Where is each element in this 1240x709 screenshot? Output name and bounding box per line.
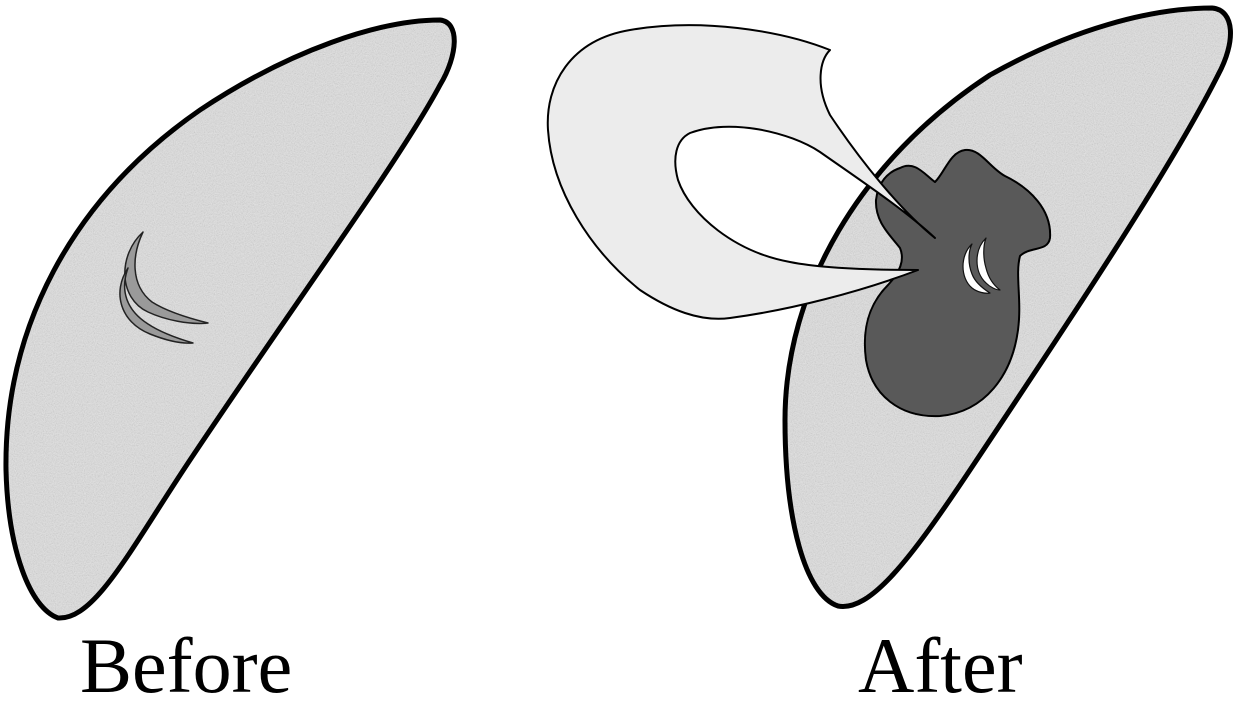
after-crack-mark-left — [962, 243, 991, 294]
after-tissue-outline — [782, 5, 1233, 609]
before-tissue-texture — [5, 20, 455, 619]
after-bubble-loop — [546, 24, 936, 320]
before-tissue-outline — [3, 17, 457, 621]
after-crack-mark-right — [976, 237, 1001, 291]
before-panel — [3, 17, 457, 621]
after-caption: After — [858, 622, 1023, 709]
before-crack-mark-lower — [119, 267, 194, 344]
before-caption: Before — [80, 622, 293, 709]
after-panel — [546, 5, 1233, 609]
before-crack-mark-upper — [124, 231, 209, 325]
